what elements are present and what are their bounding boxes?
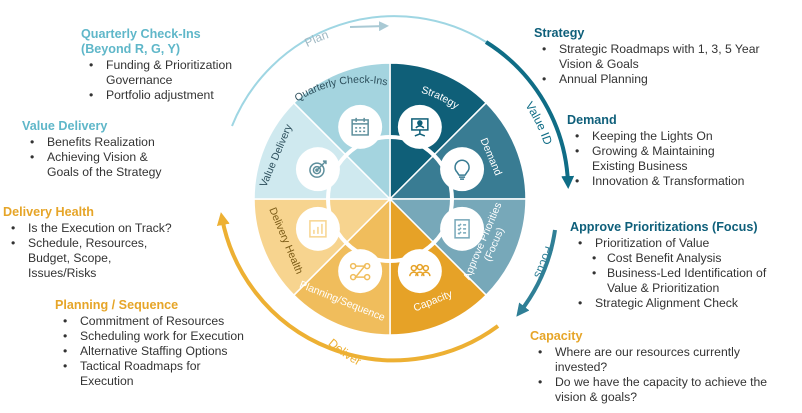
quarterly-title: Quarterly Check-Ins(Beyond R, G, Y)	[81, 27, 201, 56]
focus-arc	[516, 229, 557, 317]
bar-chart-icon	[295, 206, 340, 251]
approve-prioritizations-list: Prioritization of Value Cost Benefit Ana…	[570, 236, 800, 311]
delivery-health-title: Delivery Health	[3, 205, 94, 219]
list-item: Schedule, Resources, Budget, Scope, Issu…	[3, 236, 158, 281]
list-item: Achieving Vision & Goals of the Strategy	[22, 150, 177, 180]
delivery-health-block: Delivery Health Is the Execution on Trac…	[3, 205, 188, 281]
target-icon	[295, 147, 340, 192]
list-item: Is the Execution on Track?	[3, 221, 188, 236]
quarterly-list: Funding & Prioritization Governance Port…	[81, 58, 261, 103]
strategy-title: Strategy	[534, 26, 585, 40]
list-item: Commitment of Resources	[55, 314, 265, 329]
value-delivery-title: Value Delivery	[22, 119, 108, 133]
list-item: Do we have the capacity to achieve the v…	[530, 375, 795, 405]
deliver-arc	[216, 212, 500, 363]
people-icon	[397, 249, 442, 294]
list-item: Strategic Alignment Check	[570, 296, 800, 311]
demand-list: Keeping the Lights On Growing & Maintain…	[567, 129, 797, 189]
inner-ring	[326, 135, 454, 263]
capacity-list: Where are our resources currently invest…	[530, 345, 800, 405]
capacity-block: Capacity Where are our resources current…	[530, 329, 800, 405]
planning-sequence-list: Commitment of Resources Scheduling work …	[55, 314, 265, 389]
value-id-arc	[484, 40, 575, 189]
list-item: Cost Benefit Analysis	[570, 251, 800, 266]
list-item: Prioritization of Value	[570, 236, 800, 251]
planning-sequence-block: Planning / Sequence Commitment of Resour…	[55, 298, 265, 389]
value-id-arc-label: Value ID	[522, 99, 555, 147]
presentation-icon	[397, 104, 442, 149]
focus-arc-label: Focus	[531, 245, 556, 281]
list-item: Annual Planning	[534, 72, 794, 87]
value-delivery-block: Value Delivery Benefits Realization Achi…	[22, 119, 192, 180]
planning-sequence-title: Planning / Sequence	[55, 298, 179, 312]
workflow-icon	[338, 249, 383, 294]
plan-arc-label: Plan	[302, 27, 330, 49]
list-item: Strategic Roadmaps with 1, 3, 5 Year Vis…	[534, 42, 769, 72]
calendar-icon	[338, 104, 383, 149]
list-item: Where are our resources currently invest…	[530, 345, 785, 375]
quarterly-check-ins-block: Quarterly Check-Ins(Beyond R, G, Y) Fund…	[81, 27, 261, 103]
approve-prioritizations-title: Approve Prioritizations (Focus)	[570, 220, 758, 234]
list-item: Growing & Maintaining Existing Business	[567, 144, 752, 174]
lightbulb-icon	[440, 147, 485, 192]
capacity-title: Capacity	[530, 329, 583, 343]
list-item: Portfolio adjustment	[81, 88, 261, 103]
list-item: Scheduling work for Execution	[55, 329, 265, 344]
list-item: Tactical Roadmaps for Execution	[55, 359, 210, 389]
list-item: Funding & Prioritization Governance	[81, 58, 236, 88]
value-delivery-list: Benefits Realization Achieving Vision & …	[22, 135, 192, 180]
list-item: Innovation & Transformation	[567, 174, 797, 189]
list-item: Business-Led Identification of Value & P…	[570, 266, 787, 296]
demand-title: Demand	[567, 113, 617, 127]
delivery-health-list: Is the Execution on Track? Schedule, Res…	[3, 221, 188, 281]
list-item: Alternative Staffing Options	[55, 344, 265, 359]
demand-block: Demand Keeping the Lights On Growing & M…	[567, 113, 797, 189]
deliver-arc-label: Deliver	[326, 336, 364, 369]
strategy-block: Strategy Strategic Roadmaps with 1, 3, 5…	[534, 26, 794, 87]
strategy-list: Strategic Roadmaps with 1, 3, 5 Year Vis…	[534, 42, 794, 87]
plan-arc-arrow	[349, 21, 389, 32]
approve-prioritizations-block: Approve Prioritizations (Focus) Prioriti…	[570, 220, 800, 311]
list-item: Benefits Realization	[22, 135, 192, 150]
list-item: Keeping the Lights On	[567, 129, 797, 144]
checklist-icon	[440, 206, 485, 251]
